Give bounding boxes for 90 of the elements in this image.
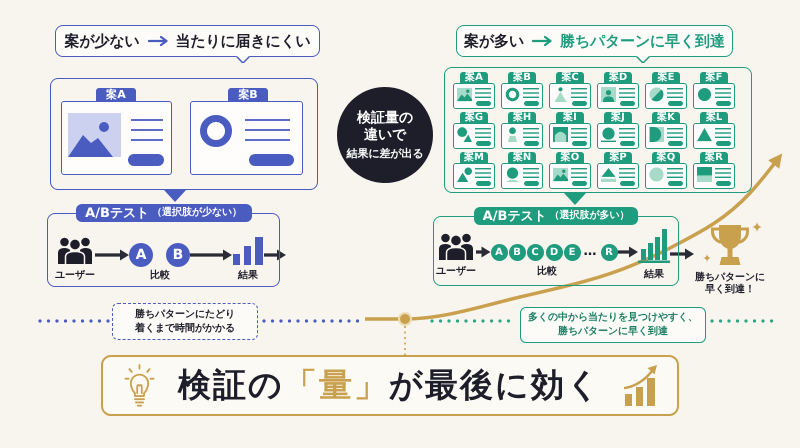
icon-label: ユーザー [436, 266, 476, 278]
idea-card [501, 152, 543, 189]
card-tab: 案H [508, 112, 536, 124]
speech-bubble [55, 25, 320, 66]
bubble-text: 案が少ない [64, 32, 140, 50]
icon-label: ユーザー [55, 270, 95, 282]
icon-label: 結果 [644, 269, 664, 281]
card-tab: 案O [556, 152, 584, 164]
option-circle: A [129, 243, 153, 267]
panel-title: A/Bテスト [482, 210, 546, 222]
icon-label: 結果 [238, 270, 258, 282]
arrow [264, 250, 286, 260]
option-circle: R [600, 244, 618, 260]
card-group-panel [444, 67, 752, 193]
arrow [164, 190, 186, 202]
card-tab: 案M [460, 152, 488, 164]
option-circle: D [546, 244, 562, 260]
circle-heading: 検証量の違いで [356, 110, 414, 144]
note-text: 多くの中から当たりを見つけやすく、勝ちパターンに早く到達 [527, 311, 699, 339]
card-tab: 案F [700, 72, 728, 84]
card-tab: 案G [460, 112, 488, 124]
card-tab: 案L [700, 112, 728, 124]
card-tab: 案C [556, 72, 584, 84]
step-label: 比較 [150, 270, 170, 282]
highlight-text: 「量」 [284, 364, 389, 406]
speech-bubble [456, 25, 733, 66]
banner-text: が最後に効く [389, 364, 602, 406]
arrow [564, 193, 586, 205]
card-tab: 案I [556, 112, 584, 124]
card-tab: 案B [228, 88, 268, 102]
note-box [112, 303, 258, 340]
card-tab: 案N [508, 152, 536, 164]
note-box [520, 307, 706, 343]
idea-card [693, 112, 735, 149]
arrow [618, 246, 638, 258]
panel-subtitle: （選択肢が多い） [549, 211, 630, 221]
idea-card [453, 72, 495, 109]
idea-card [645, 112, 687, 149]
idea-card [645, 72, 687, 109]
card-tab: 案R [700, 152, 728, 164]
idea-card [549, 112, 591, 149]
idea-card [61, 88, 172, 175]
panel-subtitle: （選択肢が少ない） [152, 208, 242, 218]
step-label: 比較 [537, 266, 557, 278]
ellipsis-text: … [584, 244, 596, 259]
idea-card [453, 112, 495, 149]
bubble-text: 案が多い [464, 32, 524, 50]
card-tab: 案A [96, 88, 136, 102]
idea-card [597, 152, 639, 189]
idea-card [549, 152, 591, 189]
card-tab: 案P [604, 152, 632, 164]
circle-text: 結果に差が出る [346, 147, 424, 160]
panel-title: A/Bテスト [85, 206, 149, 220]
option-circle: C [526, 244, 544, 260]
idea-card [693, 152, 735, 189]
idea-card [190, 88, 303, 175]
idea-card [549, 72, 591, 109]
card-tab: 案E [652, 72, 680, 84]
trophy-caption: 勝ちパターンに早く到達！ [694, 272, 766, 296]
idea-card [645, 152, 687, 189]
idea-card [501, 72, 543, 109]
option-circle: A [490, 244, 508, 260]
timeline-dot [398, 312, 412, 326]
idea-card [597, 72, 639, 109]
ab-test-panel [47, 204, 280, 287]
arrow [95, 250, 129, 260]
idea-card [501, 112, 543, 149]
banner-text: 検証の [178, 364, 284, 406]
bubble-text: 当たりに届きにくい [176, 32, 310, 50]
arrow [670, 248, 694, 260]
card-tab: 案Q [652, 152, 680, 164]
card-tab: 案J [604, 112, 632, 124]
idea-card [693, 72, 735, 109]
note-text: 勝ちパターンにたどり着くまで時間がかかる [134, 308, 236, 336]
dotted-connector [404, 326, 406, 355]
idea-card [453, 152, 495, 189]
card-tab: 案D [604, 72, 632, 84]
card-tab: 案K [652, 112, 680, 124]
card-tab: 案A [460, 72, 488, 84]
arrow [476, 246, 490, 258]
card-group-panel [50, 78, 318, 190]
bubble-text: 勝ちパターンに早く到達 [560, 32, 725, 50]
option-circle: E [564, 244, 580, 260]
card-tab: 案B [508, 72, 536, 84]
arrow [190, 250, 232, 260]
option-circle: B [508, 244, 526, 260]
idea-card [597, 112, 639, 149]
option-circle: B [166, 243, 190, 267]
message-banner [101, 355, 679, 416]
ab-test-panel [433, 207, 679, 286]
